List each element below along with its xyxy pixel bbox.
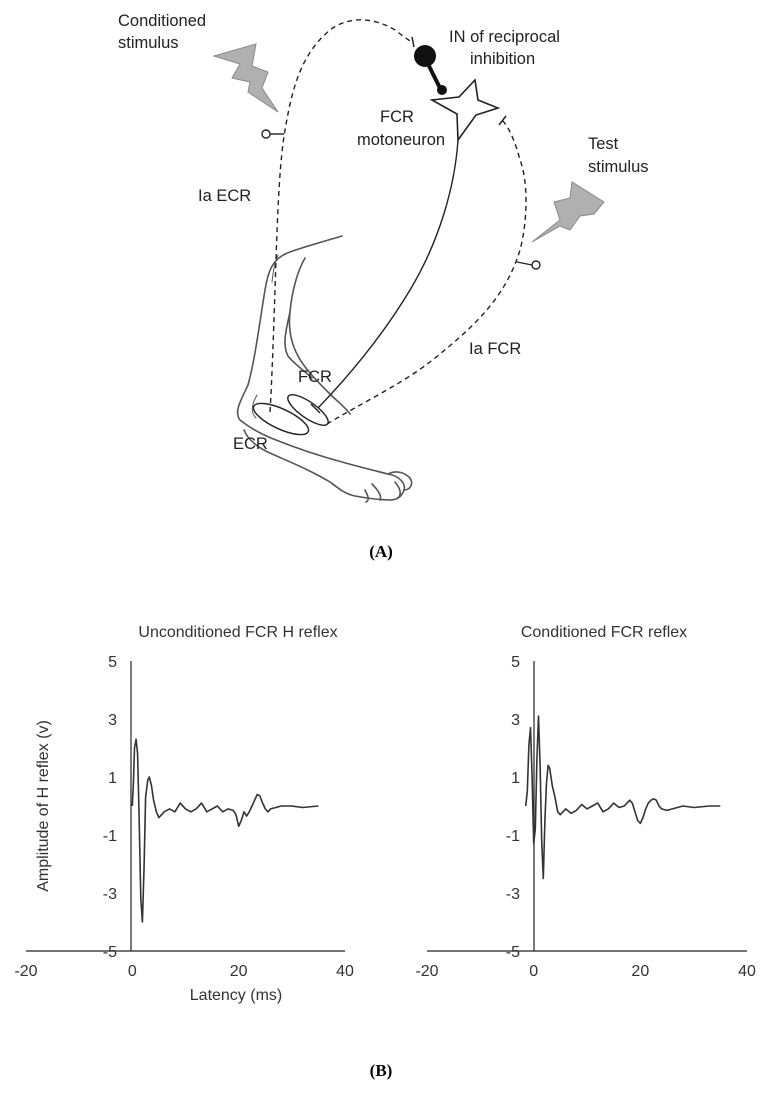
- fcr-motor-endplate: [310, 403, 321, 414]
- label-ia-fcr: Ia FCR: [469, 340, 521, 358]
- label-test-stimulus: stimulus: [588, 158, 649, 176]
- y-tick-label: 5: [108, 654, 117, 671]
- arm-drawing: [236, 235, 413, 503]
- interneuron-terminal: [437, 85, 447, 95]
- x-tick-label: 20: [230, 963, 248, 980]
- y-tick-label: 3: [108, 712, 117, 729]
- label-conditioned-stimulus: stimulus: [118, 34, 179, 52]
- ia-fcr-terminal: [498, 115, 507, 126]
- panel-a-diagram: Conditioned stimulus IN of reciprocal in…: [118, 12, 649, 561]
- y-tick-label: -3: [103, 886, 117, 903]
- chart-title: Unconditioned FCR H reflex: [138, 624, 337, 641]
- panel-b-label: (B): [370, 1061, 393, 1080]
- chart-title: Conditioned FCR reflex: [521, 624, 687, 641]
- ia-fcr-pathway: [326, 119, 527, 425]
- label-fcr-muscle: FCR: [298, 368, 332, 386]
- x-tick-label: 20: [631, 963, 649, 980]
- interneuron-soma: [414, 45, 436, 67]
- y-tick-label: -5: [103, 944, 117, 961]
- y-tick-label: -1: [103, 828, 117, 845]
- chart-conditioned: Conditioned FCR reflex 5 3 1 -1 -3 -5 -20 0 20 4…: [415, 624, 756, 980]
- ia-fcr-electrode: [516, 261, 533, 266]
- y-axis-label: Amplitude of H reflex (v): [35, 720, 52, 892]
- y-tick-label: -1: [506, 828, 520, 845]
- panel-a-label: (A): [369, 542, 393, 561]
- label-fcr-motoneuron: FCR: [380, 108, 414, 126]
- panel-b: Unconditioned FCR H reflex 5 3 1 -1 -3 -5 -20…: [14, 624, 756, 1080]
- ia-ecr-pathway: [269, 19, 413, 413]
- label-conditioned-stimulus: Conditioned: [118, 12, 206, 30]
- label-test-stimulus: Test: [588, 135, 619, 153]
- ia-fcr-electrode-tip: [531, 260, 541, 270]
- y-tick-label: 1: [511, 770, 520, 787]
- y-tick-label: 3: [511, 712, 520, 729]
- lightning-icon: [212, 43, 279, 113]
- y-tick-label: -5: [506, 944, 520, 961]
- interneuron-axon: [426, 63, 442, 89]
- y-tick-label: 5: [511, 654, 520, 671]
- label-fcr-motoneuron: motoneuron: [357, 131, 445, 149]
- x-tick-label: -20: [415, 963, 438, 980]
- x-tick-label: 40: [738, 963, 756, 980]
- y-tick-label: -3: [506, 886, 520, 903]
- label-interneuron: IN of reciprocal: [449, 28, 560, 46]
- x-tick-label: 0: [529, 963, 538, 980]
- x-axis-label: Latency (ms): [190, 987, 282, 1004]
- x-tick-label: 40: [336, 963, 354, 980]
- lightning-icon: [531, 181, 605, 243]
- reflex-trace-line: [524, 715, 721, 880]
- fcr-motor-axon: [317, 139, 459, 409]
- x-tick-label: -20: [14, 963, 37, 980]
- ecr-muscle-ellipse: [252, 402, 310, 436]
- label-interneuron: inhibition: [470, 50, 535, 68]
- fcr-muscle-ellipse: [287, 394, 329, 426]
- ia-ecr-electrode-tip: [261, 129, 271, 139]
- reflex-trace-line: [131, 738, 319, 923]
- label-ia-ecr: Ia ECR: [198, 187, 251, 205]
- y-tick-label: 1: [108, 770, 117, 787]
- ia-ecr-terminal: [411, 36, 415, 48]
- x-tick-label: 0: [128, 963, 137, 980]
- label-ecr-muscle: ECR: [233, 435, 268, 453]
- chart-unconditioned: Unconditioned FCR H reflex 5 3 1 -1 -3 -5 -20…: [14, 624, 354, 980]
